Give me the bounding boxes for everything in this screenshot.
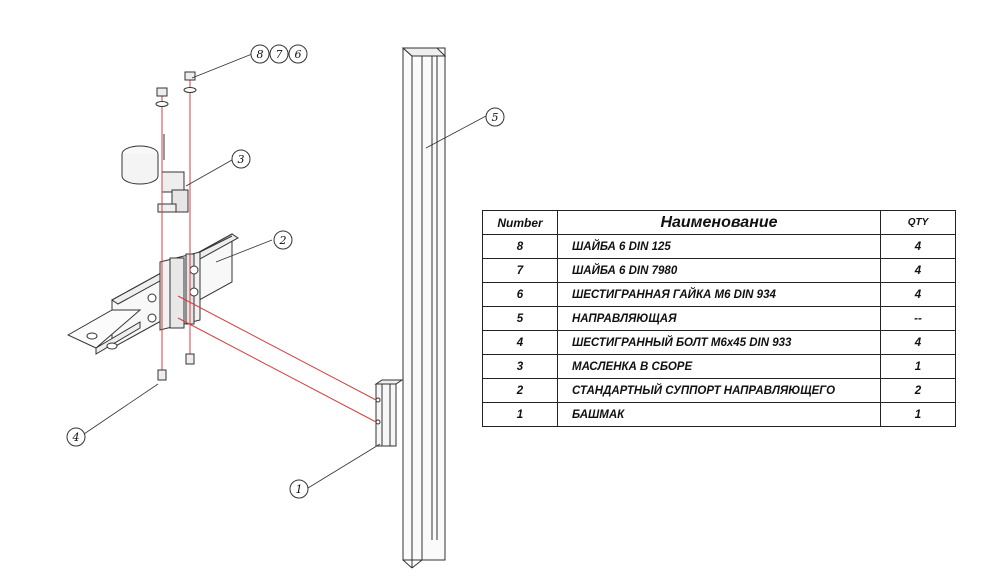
- bom-cell-number: 7: [482, 258, 558, 283]
- bom-cell-qty: 4: [880, 258, 956, 283]
- svg-text:6: 6: [295, 48, 302, 61]
- svg-text:2: 2: [279, 234, 287, 247]
- table-row: 5 НАПРАВЛЯЮЩАЯ --: [482, 306, 956, 331]
- table-row: 8 ШАЙБА 6 DIN 125 4: [482, 234, 956, 259]
- bom-cell-name: СТАНДАРТНЫЙ СУППОРТ НАПРАВЛЯЮЩЕГО: [557, 378, 881, 403]
- bom-cell-qty: 2: [880, 378, 956, 403]
- callout-3: 3: [231, 149, 251, 169]
- shoe-part: [374, 379, 404, 447]
- bom-cell-name: ШАЙБА 6 DIN 125: [557, 234, 881, 259]
- bom-header-name: Наименование: [557, 210, 881, 235]
- callout-5: 5: [485, 107, 505, 127]
- fasteners: [155, 71, 197, 381]
- svg-text:3: 3: [238, 153, 245, 166]
- bom-cell-qty: 1: [880, 402, 956, 427]
- bom-header-row: Number Наименование QTY: [482, 210, 956, 235]
- support-bracket: [66, 233, 239, 355]
- svg-text:1: 1: [296, 483, 303, 496]
- table-row: 3 МАСЛЕНКА В СБОРЕ 1: [482, 354, 956, 379]
- bom-cell-number: 4: [482, 330, 558, 355]
- svg-text:8: 8: [257, 48, 264, 61]
- bom-cell-number: 1: [482, 402, 558, 427]
- bom-cell-name: НАПРАВЛЯЮЩАЯ: [557, 306, 881, 331]
- svg-text:5: 5: [492, 111, 499, 124]
- callout-2: 2: [273, 230, 293, 250]
- bom-cell-qty: 4: [880, 330, 956, 355]
- callout-7: 7: [269, 44, 289, 64]
- assembly-lines: [161, 80, 377, 423]
- leader-lines: [83, 53, 487, 489]
- table-row: 6 ШЕСТИГРАННАЯ ГАЙКА М6 DIN 934 4: [482, 282, 956, 307]
- svg-text:4: 4: [72, 431, 80, 444]
- table-row: 4 ШЕСТИГРАННЫЙ БОЛТ М6х45 DIN 933 4: [482, 330, 956, 355]
- bom-cell-number: 5: [482, 306, 558, 331]
- oiler-assembly: [121, 145, 189, 213]
- bom-cell-name: ШЕСТИГРАННЫЙ БОЛТ М6х45 DIN 933: [557, 330, 881, 355]
- bom-cell-qty: --: [880, 306, 956, 331]
- bom-header-number: Number: [482, 210, 558, 235]
- bom-cell-name: ШЕСТИГРАННАЯ ГАЙКА М6 DIN 934: [557, 282, 881, 307]
- bom-header-qty: QTY: [880, 210, 956, 235]
- callout-1: 1: [289, 479, 309, 499]
- bom-cell-number: 3: [482, 354, 558, 379]
- bill-of-materials-table: Number Наименование QTY 8 ШАЙБА 6 DIN 12…: [482, 210, 956, 427]
- bom-cell-number: 2: [482, 378, 558, 403]
- table-row: 2 СТАНДАРТНЫЙ СУППОРТ НАПРАВЛЯЮЩЕГО 2: [482, 378, 956, 403]
- callout-6: 6: [288, 44, 308, 64]
- callout-8: 8: [250, 44, 270, 64]
- bom-cell-qty: 1: [880, 354, 956, 379]
- bom-cell-qty: 4: [880, 282, 956, 307]
- bom-cell-qty: 4: [880, 234, 956, 259]
- bom-cell-number: 6: [482, 282, 558, 307]
- guide-rail: [401, 47, 447, 569]
- bom-cell-name: ШАЙБА 6 DIN 7980: [557, 258, 881, 283]
- table-row: 1 БАШМАК 1: [482, 402, 956, 427]
- bom-cell-name: МАСЛЕНКА В СБОРЕ: [557, 354, 881, 379]
- svg-text:7: 7: [276, 48, 283, 61]
- callout-4: 4: [66, 427, 86, 447]
- bom-cell-name: БАШМАК: [557, 402, 881, 427]
- bom-cell-number: 8: [482, 234, 558, 259]
- table-row: 7 ШАЙБА 6 DIN 7980 4: [482, 258, 956, 283]
